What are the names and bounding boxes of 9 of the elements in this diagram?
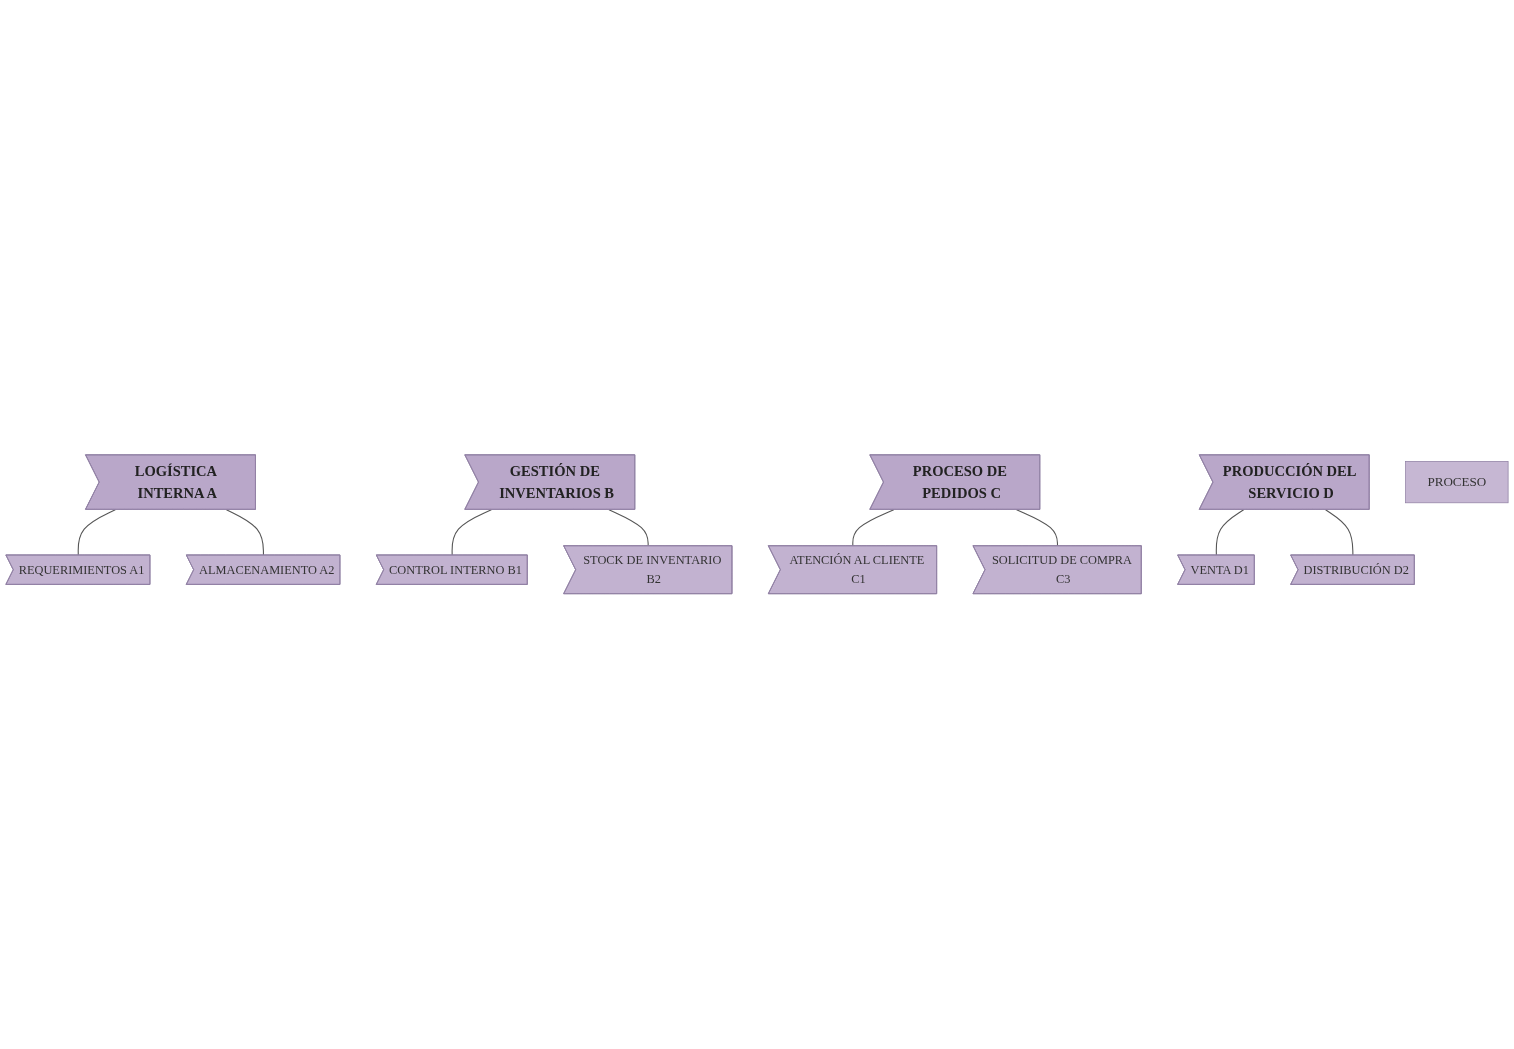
node-box: PROCESO	[1405, 461, 1509, 504]
connector	[852, 509, 895, 547]
connector	[608, 509, 649, 547]
connector	[451, 509, 492, 557]
connector	[225, 509, 264, 557]
connector	[1325, 509, 1354, 557]
connector	[77, 509, 116, 557]
connector	[1215, 509, 1245, 557]
connector	[1016, 509, 1059, 547]
